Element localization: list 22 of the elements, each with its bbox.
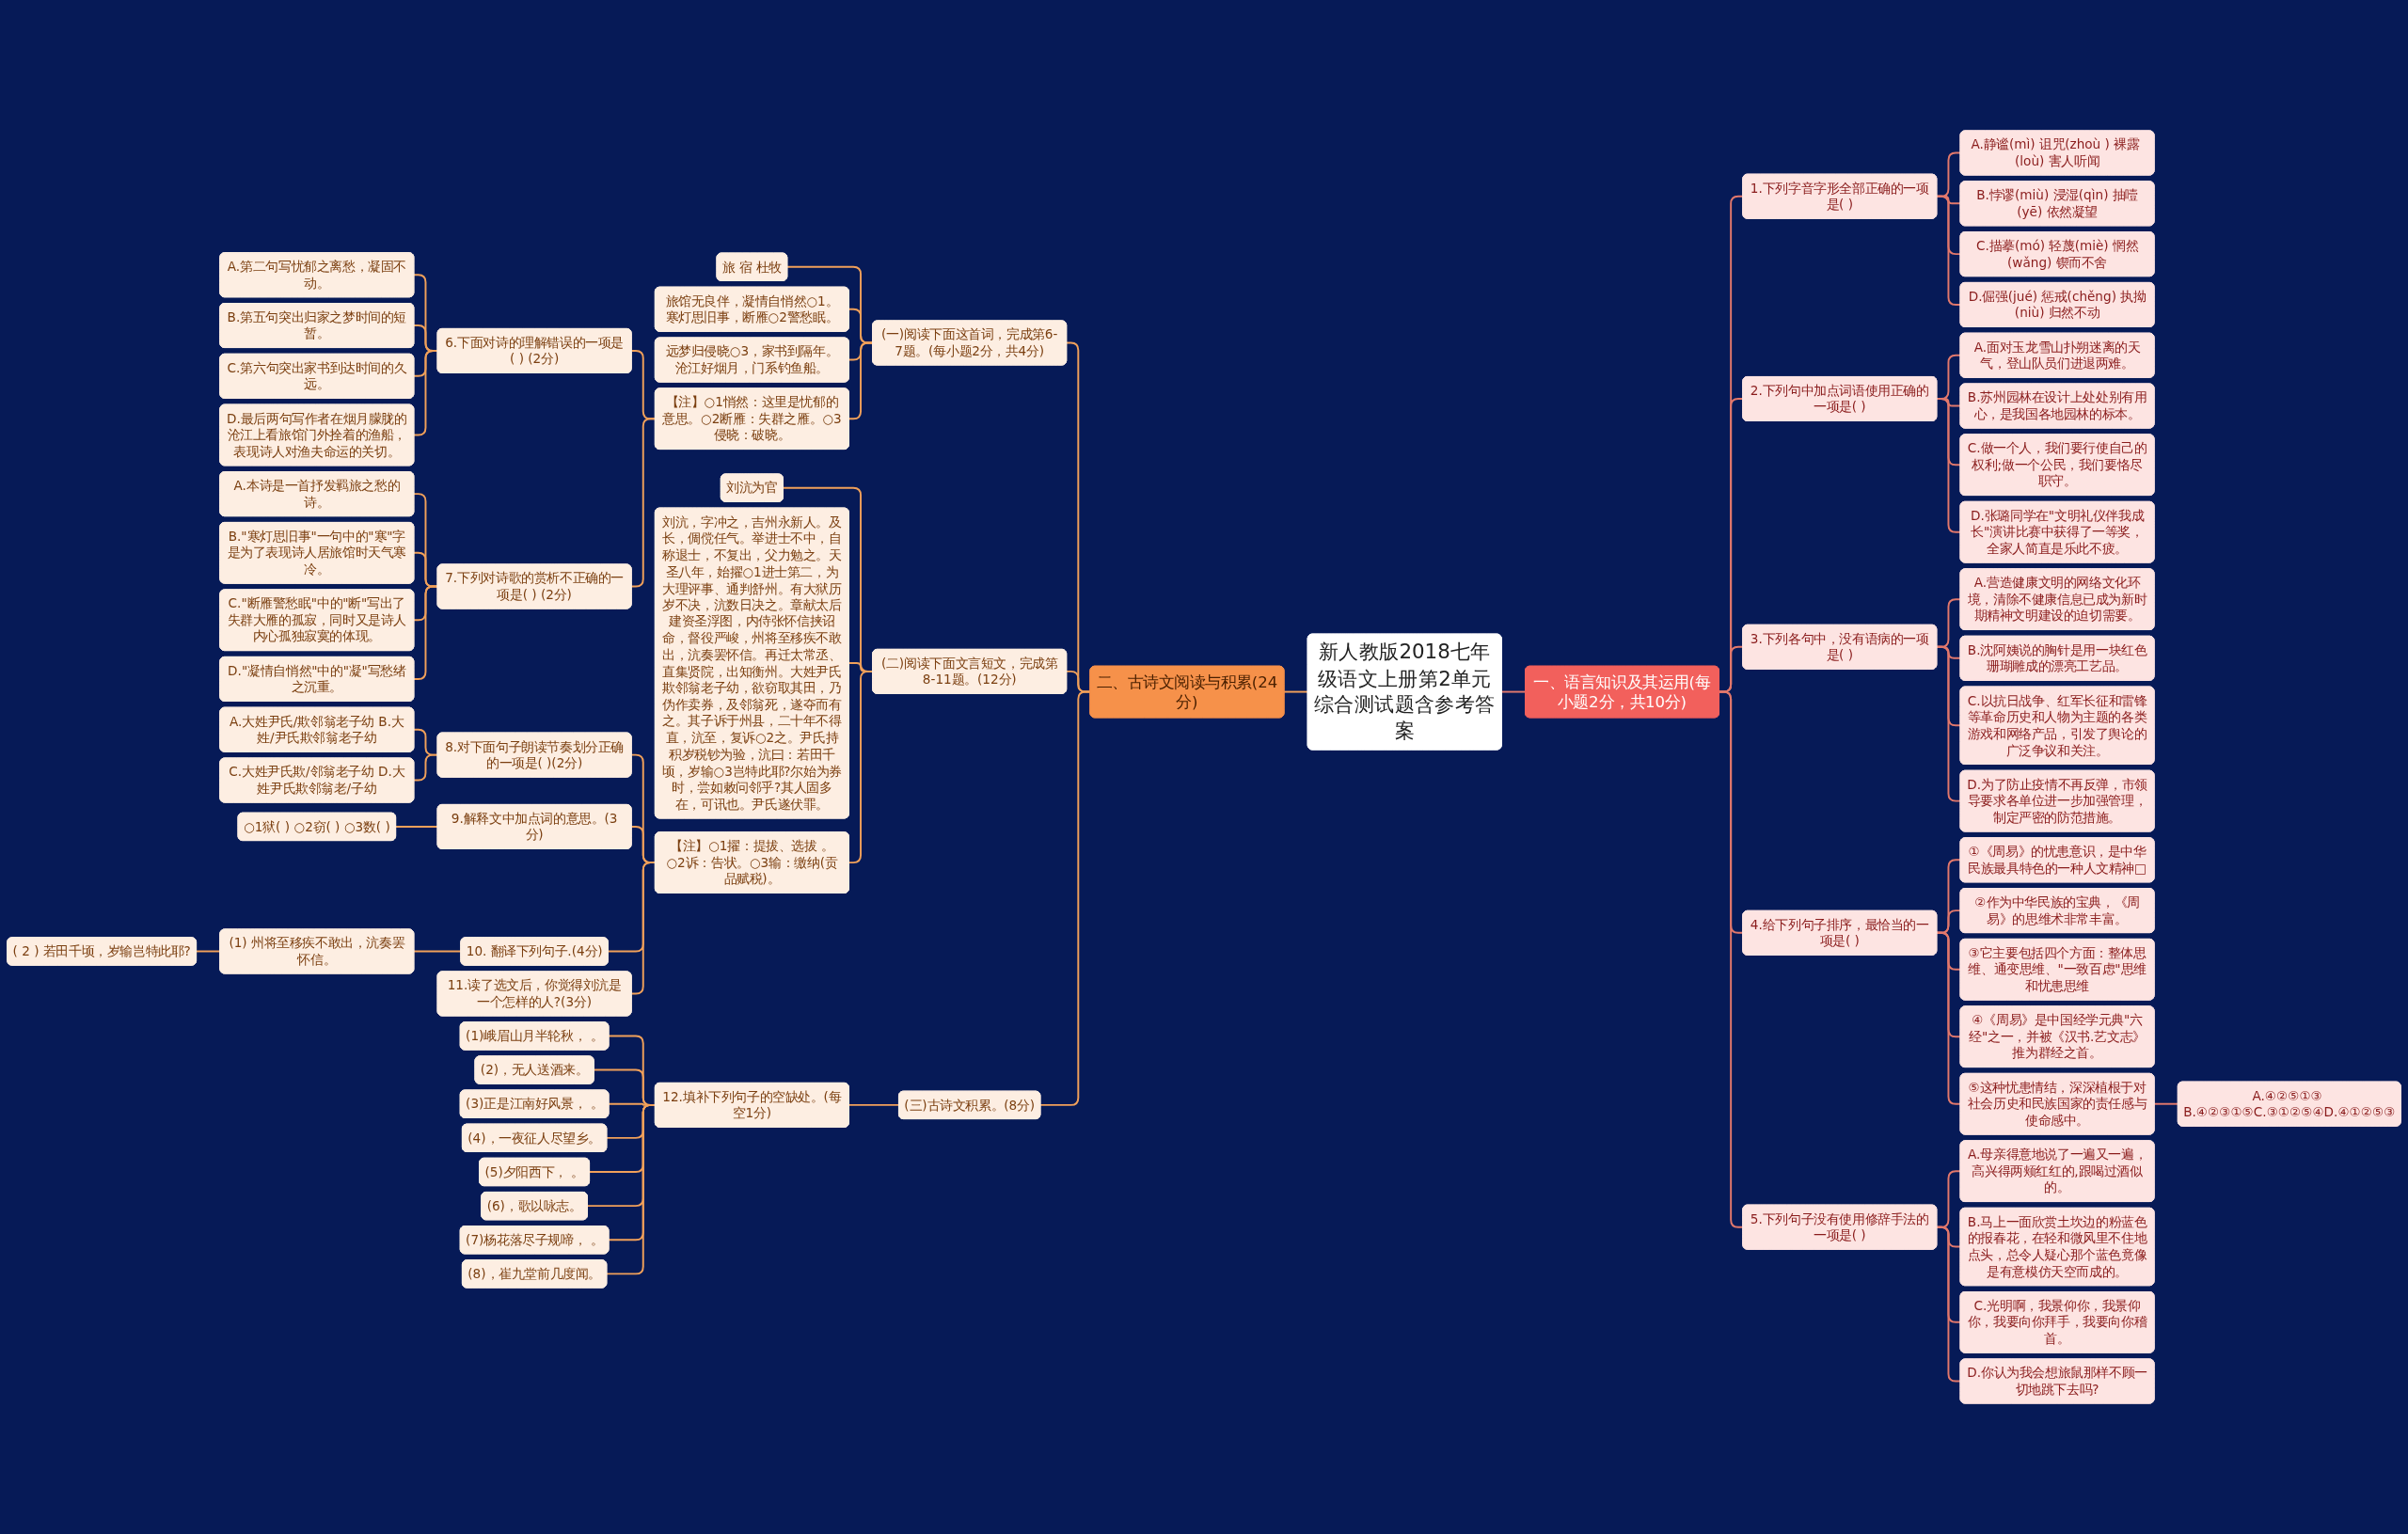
connector [1935, 1226, 1962, 1383]
connector [630, 418, 657, 588]
connector [1500, 690, 1527, 693]
connector [394, 825, 439, 828]
connector [2153, 1102, 2179, 1105]
connector [630, 862, 657, 995]
connector [412, 585, 439, 680]
connector [1935, 195, 1962, 306]
connector [412, 753, 439, 782]
connector [1283, 690, 1309, 693]
connector [412, 349, 439, 436]
connector [1935, 931, 1962, 1105]
connector [605, 1103, 657, 1275]
connector [1718, 690, 1744, 1228]
connector [848, 341, 874, 420]
connector [412, 950, 462, 953]
connector [848, 1103, 900, 1106]
connector [848, 670, 874, 864]
connector [195, 950, 221, 953]
connector [1038, 690, 1091, 1106]
connector [1935, 398, 1962, 533]
connector [1935, 645, 1962, 802]
